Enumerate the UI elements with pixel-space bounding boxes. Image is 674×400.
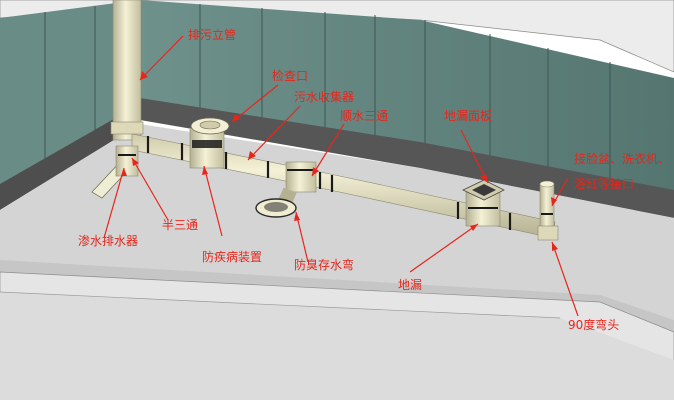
label-seepage-drain: 渗水排水器 [78,234,139,248]
label-vertical-stack: 排污立管 [188,28,237,42]
front-slab-face [0,292,674,400]
back-wall [140,0,674,212]
leader-anti-disease [203,165,223,237]
tile-joints [199,4,611,198]
label-sewage-collector: 污水收集器 [294,90,355,104]
label-floor-drain-cover: 地漏面板 [444,109,493,123]
label-half-tee: 半三通 [162,218,199,232]
leader-floor-drain [409,223,479,273]
leader-lines [103,35,579,317]
leader-cleanout [231,84,279,123]
label-anti-disease-device: 防疾病装置 [202,250,263,264]
floor-drain-grate [472,184,496,196]
leader-sweep-tee [311,123,345,177]
label-fixture-connection-line2: 浴缸等接口 [574,177,635,191]
floor-edge [0,260,674,332]
elbow-90 [537,225,559,241]
label-cleanout: 检查口 [272,69,309,83]
label-sweep-tee: 顺水三通 [340,109,389,123]
left-wall [0,0,140,194]
label-elbow-90: 90度弯头 [568,318,620,332]
leader-arrowheads [121,71,558,251]
leader-seepage-drain [103,167,125,239]
label-fixture-connection-line1: 接脸盆、洗衣机、 [574,152,671,166]
leader-floor-drain-cover [460,129,489,184]
sweep-tee [285,161,317,193]
label-odor-trap: 防臭存水弯 [294,258,355,272]
left-wall-joints [44,6,96,170]
stack-coupling [110,121,144,135]
wall-base-left [0,104,140,210]
leader-sewage-collector [247,105,301,161]
leader-elbow-90 [551,241,579,317]
leader-half-tee [131,157,169,221]
label-floor-drain: 地漏 [398,278,423,292]
pipe-bands [146,136,512,230]
leader-vertical-stack [139,35,184,81]
vertical-stack-pipe [112,0,142,141]
